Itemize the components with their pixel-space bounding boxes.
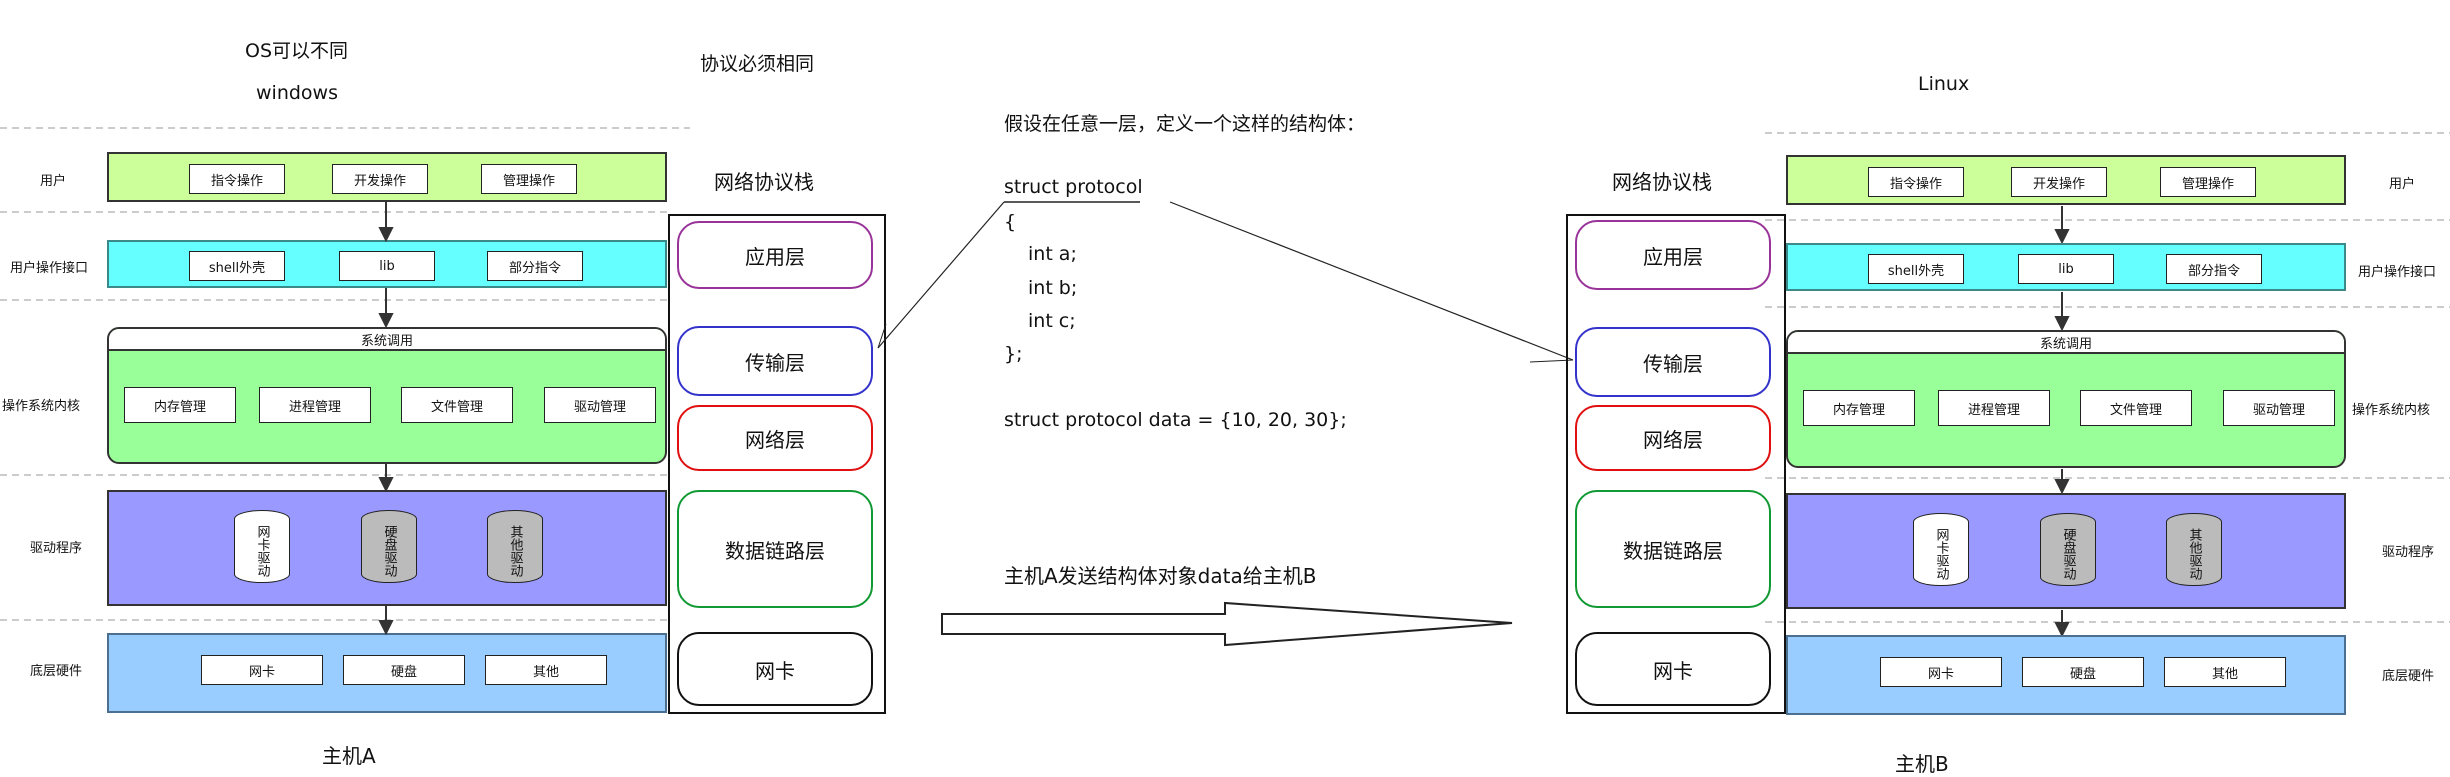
os-differ-label: OS可以不同 (245, 40, 349, 62)
syscall-label: 系统调用 (1788, 332, 2344, 354)
kernel-op-box: 驱动管理 (544, 387, 656, 423)
hardware-band: 网卡 硬盘 其他 (107, 633, 667, 713)
user-interface-band: shell外壳 lib 部分指令 (1786, 243, 2346, 291)
user-op-box: 开发操作 (332, 164, 428, 194)
application-layer: 应用层 (677, 221, 873, 289)
kernel-op-box: 进程管理 (259, 387, 371, 423)
ui-op-box: 部分指令 (2166, 254, 2262, 284)
driver-label: 网卡驱动 (1933, 527, 1949, 580)
kernel-band: 系统调用 内存管理 进程管理 文件管理 驱动管理 (1786, 330, 2346, 468)
user-op-box: 管理操作 (481, 164, 577, 194)
ui-op-box: shell外壳 (1868, 254, 1964, 284)
send-arrow (941, 601, 1513, 647)
send-description: 主机A发送结构体对象data给主机B (1004, 564, 1317, 588)
driver-band: 网卡驱动 硬盘驱动 其他驱动 (107, 490, 667, 606)
hardware-band: 网卡 硬盘 其他 (1786, 635, 2346, 715)
side-label-user: 用户 (40, 174, 67, 189)
driver-label: 其他驱动 (2186, 527, 2202, 580)
side-label-user: 用户 (2389, 177, 2416, 192)
driver-label: 硬盘驱动 (2060, 527, 2076, 580)
side-label-ui: 用户操作接口 (2358, 265, 2437, 280)
other-driver-cylinder: 其他驱动 (487, 519, 543, 583)
nic-layer: 网卡 (677, 632, 873, 706)
network-layer: 网络层 (1575, 405, 1771, 471)
protocol-must-same-label: 协议必须相同 (700, 53, 815, 75)
side-label-hw: 底层硬件 (30, 664, 83, 679)
driver-band: 网卡驱动 硬盘驱动 其他驱动 (1786, 493, 2346, 609)
other-driver-cylinder: 其他驱动 (2166, 522, 2222, 586)
host-a-os-name: windows (256, 82, 338, 104)
code-line: struct protocol (1004, 176, 1143, 198)
datalink-layer: 数据链路层 (677, 490, 873, 608)
user-band: 指令操作 开发操作 管理操作 (107, 152, 667, 202)
driver-label: 其他驱动 (507, 524, 523, 577)
kernel-op-box: 文件管理 (2080, 390, 2192, 426)
hw-box: 其他 (2164, 657, 2286, 687)
hw-box: 网卡 (201, 655, 323, 685)
side-label-hw: 底层硬件 (2382, 669, 2435, 684)
user-op-box: 指令操作 (1868, 167, 1964, 197)
ui-op-box: 部分指令 (487, 251, 583, 281)
disk-driver-cylinder: 硬盘驱动 (361, 519, 417, 583)
side-label-kernel: 操作系统内核 (2352, 403, 2431, 418)
nic-driver-cylinder: 网卡驱动 (1913, 522, 1969, 586)
assumption-text: 假设在任意一层，定义一个这样的结构体： (1004, 113, 1366, 135)
host-b-os-name: Linux (1918, 73, 1970, 95)
code-line: int c; (1028, 310, 1076, 332)
code-line: int a; (1028, 243, 1077, 265)
transport-layer: 传输层 (1575, 327, 1771, 397)
side-label-driver: 驱动程序 (30, 541, 83, 556)
code-line: int b; (1028, 277, 1078, 299)
network-layer: 网络层 (677, 405, 873, 471)
application-layer: 应用层 (1575, 220, 1771, 290)
ui-op-box: lib (339, 251, 435, 281)
side-label-ui: 用户操作接口 (10, 261, 89, 276)
user-op-box: 开发操作 (2011, 167, 2107, 197)
host-a-label: 主机A (322, 744, 376, 768)
driver-label: 硬盘驱动 (381, 524, 397, 577)
kernel-op-box: 内存管理 (1803, 390, 1915, 426)
driver-label: 网卡驱动 (254, 524, 270, 577)
hw-box: 硬盘 (343, 655, 465, 685)
kernel-op-box: 驱动管理 (2223, 390, 2335, 426)
syscall-label: 系统调用 (109, 329, 665, 351)
host-b-label: 主机B (1895, 752, 1949, 776)
side-label-driver: 驱动程序 (2382, 545, 2435, 560)
user-band: 指令操作 开发操作 管理操作 (1786, 155, 2346, 205)
kernel-band: 系统调用 内存管理 进程管理 文件管理 驱动管理 (107, 327, 667, 464)
code-line: { (1004, 211, 1017, 233)
user-op-box: 管理操作 (2160, 167, 2256, 197)
ui-op-box: lib (2018, 254, 2114, 284)
kernel-op-box: 进程管理 (1938, 390, 2050, 426)
code-line: }; (1004, 343, 1023, 365)
user-interface-band: shell外壳 lib 部分指令 (107, 240, 667, 288)
datalink-layer: 数据链路层 (1575, 490, 1771, 608)
ui-op-box: shell外壳 (189, 251, 285, 281)
stack-title-b: 网络协议栈 (1612, 170, 1712, 194)
stack-title-a: 网络协议栈 (714, 170, 814, 194)
hw-box: 其他 (485, 655, 607, 685)
protocol-stack-a (668, 214, 886, 714)
disk-driver-cylinder: 硬盘驱动 (2040, 522, 2096, 586)
kernel-op-box: 文件管理 (401, 387, 513, 423)
nic-layer: 网卡 (1575, 632, 1771, 706)
user-op-box: 指令操作 (189, 164, 285, 194)
nic-driver-cylinder: 网卡驱动 (234, 519, 290, 583)
protocol-stack-b (1566, 214, 1786, 714)
kernel-op-box: 内存管理 (124, 387, 236, 423)
hw-box: 网卡 (1880, 657, 2002, 687)
side-label-kernel: 操作系统内核 (2, 399, 81, 414)
transport-layer: 传输层 (677, 326, 873, 396)
hw-box: 硬盘 (2022, 657, 2144, 687)
data-definition-line: struct protocol data = {10, 20, 30}; (1004, 409, 1347, 431)
